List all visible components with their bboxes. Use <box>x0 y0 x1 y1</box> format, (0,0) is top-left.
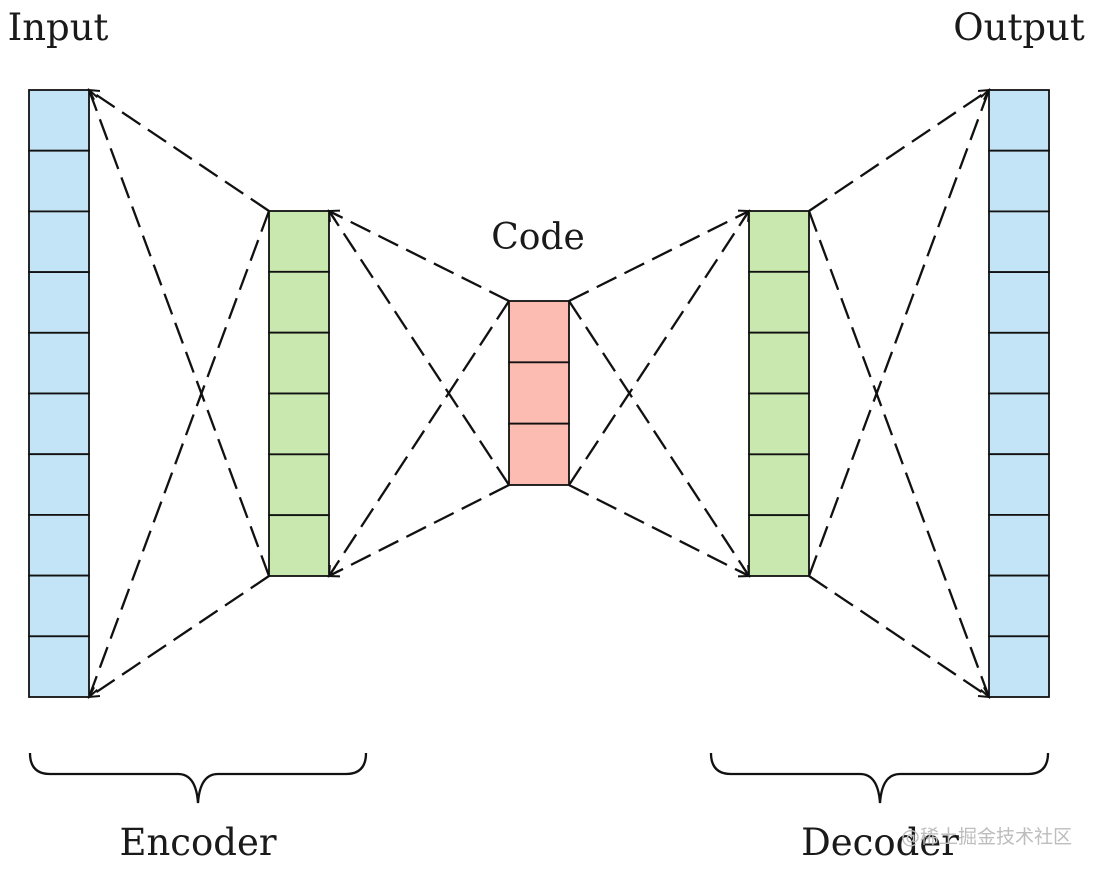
code-cell <box>508 422 570 486</box>
arrow-shaft <box>88 575 270 698</box>
dashed-arrow <box>568 209 751 486</box>
input-cell <box>28 514 90 577</box>
dashed-arrow <box>808 88 991 212</box>
dashed-arrow <box>568 300 751 578</box>
dashed-arrow <box>568 483 751 578</box>
code-cell <box>508 361 570 425</box>
dashed-arrow <box>327 209 510 486</box>
arrow-shaft <box>568 483 750 578</box>
decoder-hidden-cell <box>748 514 810 577</box>
dashed-arrow <box>327 300 510 578</box>
dashed-arrow <box>86 88 271 577</box>
arrow-shaft <box>808 575 990 698</box>
watermark-text: @稀土掘金技术社区 <box>901 826 1072 848</box>
decoder-hidden-layer <box>748 210 810 577</box>
output-cell <box>988 149 1050 213</box>
output-layer <box>988 89 1050 698</box>
dashed-arrow <box>808 575 991 699</box>
decoder-hidden-cell <box>748 210 810 273</box>
arrow-shaft <box>807 210 991 698</box>
arrow-shaft <box>88 89 270 212</box>
decoder-hidden-cell <box>748 453 810 517</box>
input-cell <box>28 331 90 395</box>
arrow-shaft <box>328 483 510 578</box>
input-cell <box>28 210 90 273</box>
output-cell <box>988 89 1050 152</box>
arrow-shaft <box>568 210 750 486</box>
code-cell <box>508 300 570 364</box>
input-cell <box>28 149 90 213</box>
decoder-label: Decoder <box>801 821 959 864</box>
dashed-arrow <box>86 210 271 699</box>
arrow-shaft <box>808 89 990 212</box>
output-cell <box>988 392 1050 456</box>
arrow-shaft <box>568 300 750 577</box>
code-label: Code <box>491 217 585 258</box>
arrow-shaft <box>328 209 510 303</box>
input-label: Input <box>8 6 109 49</box>
dashed-arrow <box>87 88 270 212</box>
output-cell <box>988 271 1050 334</box>
output-cell <box>988 574 1050 638</box>
dashed-arrow <box>327 483 510 578</box>
arrow-shaft <box>328 210 510 486</box>
input-cell <box>28 271 90 334</box>
encoder-brace <box>28 752 368 804</box>
input-cell <box>28 635 90 698</box>
input-cell <box>28 453 90 516</box>
output-cell <box>988 210 1050 273</box>
input-cell <box>28 89 90 152</box>
encoder-hidden-cell <box>268 331 330 395</box>
dashed-arrow <box>568 209 751 303</box>
encoder-hidden-cell <box>268 453 330 517</box>
output-cell <box>988 514 1050 577</box>
arrow-shaft <box>328 300 510 577</box>
encoder-hidden-layer <box>268 210 330 577</box>
output-label: Output <box>953 6 1085 49</box>
output-cell <box>988 635 1050 698</box>
dashed-arrow <box>327 209 510 303</box>
dashed-arrow <box>87 575 270 699</box>
output-cell <box>988 453 1050 516</box>
arrow-shaft <box>87 89 271 577</box>
encoder-label: Encoder <box>119 821 276 864</box>
decoder-hidden-cell <box>748 392 810 456</box>
dashed-arrow <box>807 210 992 699</box>
arrow-shaft <box>568 209 750 303</box>
encoder-hidden-cell <box>268 270 330 334</box>
arrow-shaft <box>807 89 991 577</box>
input-layer <box>28 89 90 698</box>
dashed-arrow <box>807 88 992 577</box>
arrow-shaft <box>87 210 271 698</box>
encoder-hidden-cell <box>268 514 330 577</box>
code-layer <box>508 300 570 486</box>
input-cell <box>28 392 90 456</box>
connection-arrows <box>86 88 992 699</box>
decoder-brace <box>709 752 1050 804</box>
encoder-hidden-cell <box>268 392 330 456</box>
decoder-hidden-cell <box>748 331 810 395</box>
output-cell <box>988 331 1050 395</box>
decoder-hidden-cell <box>748 270 810 334</box>
encoder-hidden-cell <box>268 210 330 273</box>
input-cell <box>28 574 90 638</box>
